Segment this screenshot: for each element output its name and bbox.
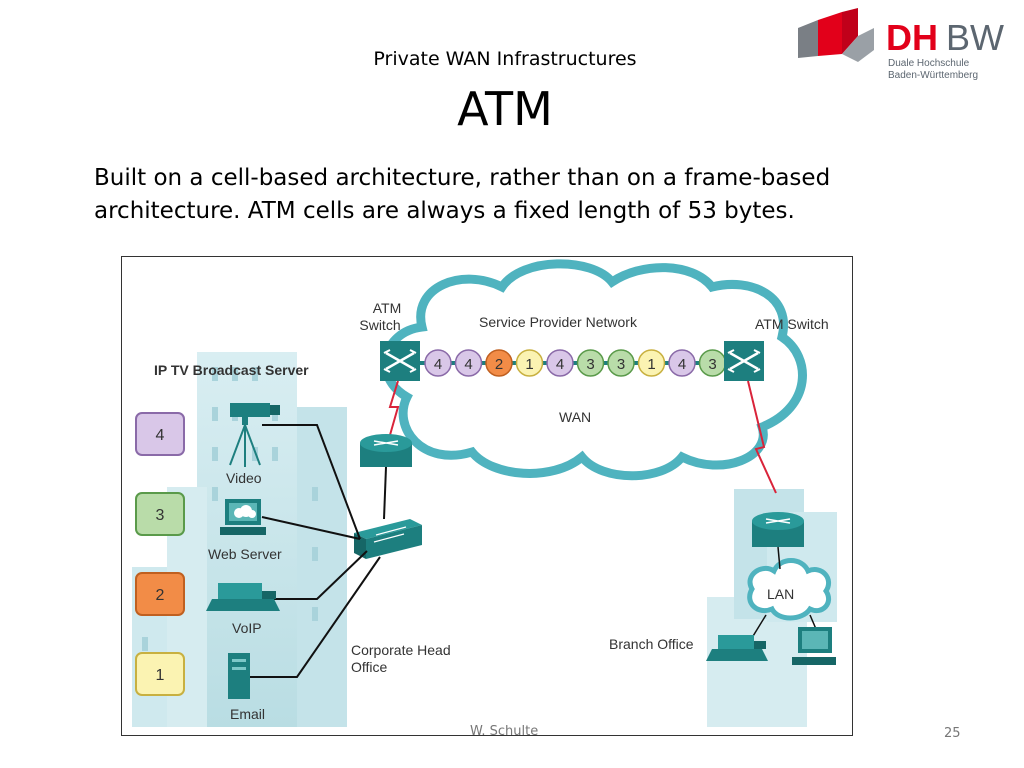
corporate-router: [360, 434, 412, 467]
email-server-icon: [228, 653, 250, 699]
email-label: Email: [230, 706, 265, 722]
branch-router: [752, 512, 804, 547]
atm-cell-label: 4: [464, 356, 472, 373]
legend-box-label: 4: [156, 427, 165, 444]
logo-text-dh: DH: [886, 17, 938, 58]
atm-cell-label: 1: [647, 356, 655, 373]
dhbw-logo: DH BW Duale Hochschule Baden-Württemberg: [798, 8, 1004, 81]
web-server-icon: [220, 499, 266, 535]
atm-cell-label: 4: [434, 356, 442, 373]
legend-box: [135, 412, 185, 456]
atm-cell: [424, 349, 452, 377]
legend-box-label: 1: [156, 667, 165, 684]
video-camera-icon: [229, 403, 280, 467]
atm-cell-stream: 4 4 2 1 4 3 3 1 4 3: [424, 349, 727, 377]
atm-switch-right-label: ATM Switch: [755, 316, 829, 332]
atm-cell: [454, 349, 483, 377]
corporate-lan-switch: [354, 519, 422, 559]
atm-cell: [637, 349, 666, 377]
legend-box: [135, 572, 185, 616]
router-to-lan-link: [777, 546, 781, 570]
atm-cell-label: 3: [586, 356, 594, 373]
atm-switch-right: [724, 341, 764, 381]
atm-cell: [607, 349, 635, 377]
atm-cell: [485, 349, 513, 377]
atm-cell-label: 3: [617, 356, 625, 373]
cell-type-legend: 4 3 2 1: [135, 412, 185, 696]
lan-label: LAN: [767, 586, 794, 602]
logo-mark-red-2: [842, 8, 858, 54]
router-to-switch-link: [383, 466, 387, 520]
slide-body-text: Built on a cell-based architecture, rath…: [94, 165, 831, 224]
page-number: 25: [944, 726, 961, 741]
atm-cell: [515, 349, 544, 377]
serial-link-right: [747, 380, 777, 494]
serial-link-left: [388, 380, 400, 436]
legend-box-label: 3: [156, 507, 165, 524]
atm-cell: [546, 349, 574, 377]
logo-line-2: Baden-Württemberg: [888, 70, 978, 81]
branch-lan-cloud: LAN: [747, 558, 832, 621]
iptv-server-title: IP TV Broadcast Server: [154, 362, 309, 378]
wan-label: WAN: [559, 409, 591, 425]
atm-cell-label: 4: [678, 356, 686, 373]
atm-cell-label: 1: [525, 356, 533, 373]
atm-switch-left: [380, 341, 420, 381]
logo-mark-red-1: [818, 12, 842, 56]
slide-subtitle: Private WAN Infrastructures: [373, 48, 637, 70]
legend-box: [135, 652, 185, 696]
cloud-label: Service Provider Network: [479, 314, 638, 330]
slide-title: ATM: [457, 82, 553, 136]
voip-phone-icon: [206, 583, 280, 611]
video-label: Video: [226, 470, 262, 486]
atm-cell-label: 4: [556, 356, 564, 373]
branch-office-label: Branch Office: [609, 636, 694, 652]
voip-label: VoIP: [232, 620, 262, 636]
logo-line-1: Duale Hochschule: [888, 58, 970, 69]
atm-cell: [576, 349, 605, 377]
logo-mark-dark: [798, 20, 818, 58]
atm-cell: [668, 349, 696, 377]
atm-cell-label: 3: [708, 356, 716, 373]
logo-mark-grey: [842, 28, 874, 62]
atm-cell-label: 2: [495, 356, 503, 373]
branch-pc-icon: [792, 627, 836, 665]
branch-phone-icon: [706, 635, 768, 661]
logo-text-bw: BW: [946, 17, 1004, 58]
device-links: [250, 424, 381, 678]
legend-box: [135, 492, 185, 536]
web-server-label: Web Server: [208, 546, 282, 562]
legend-box-label: 2: [156, 587, 165, 604]
footer-author: W. Schulte: [470, 724, 539, 739]
lan-to-pc-link: [809, 614, 817, 630]
